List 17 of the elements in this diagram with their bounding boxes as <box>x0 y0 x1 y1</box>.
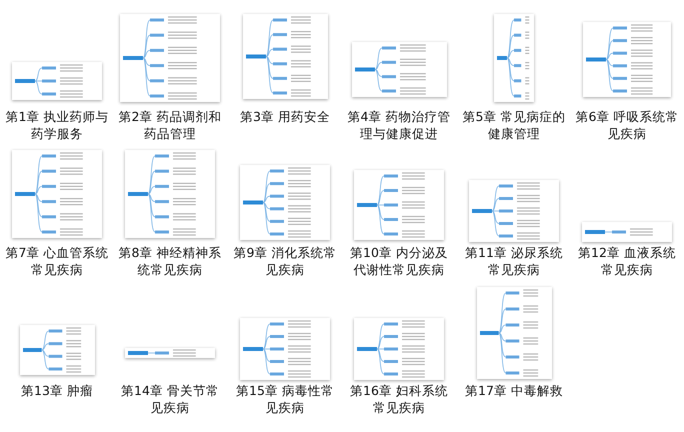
file-name: 第5章 常见病症的健康管理 <box>462 108 566 142</box>
file-name: 第9章 消化系统常见疾病 <box>232 244 338 278</box>
file-name: 第3章 用药安全 <box>239 108 331 125</box>
file-name: 第15章 病毒性常见疾病 <box>235 382 335 416</box>
file-name: 第10章 内分泌及代谢性常见疾病 <box>349 244 449 278</box>
file-name: 第11章 泌尿系统常见疾病 <box>464 244 564 278</box>
file-name: 第1章 执业药师与药学服务 <box>4 108 110 142</box>
file-name: 第8章 神经精神系统常见疾病 <box>118 244 222 278</box>
file-name: 第14章 骨关节常见疾病 <box>120 382 220 416</box>
file-name: 第17章 中毒解救 <box>464 382 564 399</box>
file-name: 第12章 血液系统常见疾病 <box>577 244 677 278</box>
file-name: 第2章 药品调剂和药品管理 <box>118 108 222 142</box>
file-name: 第7章 心血管系统常见疾病 <box>4 244 110 278</box>
file-name: 第4章 药物治疗管理与健康促进 <box>346 108 452 142</box>
file-name: 第13章 肿瘤 <box>20 382 94 399</box>
file-name: 第6章 呼吸系统常见疾病 <box>574 108 680 142</box>
file-name: 第16章 妇科系统常见疾病 <box>349 382 449 416</box>
